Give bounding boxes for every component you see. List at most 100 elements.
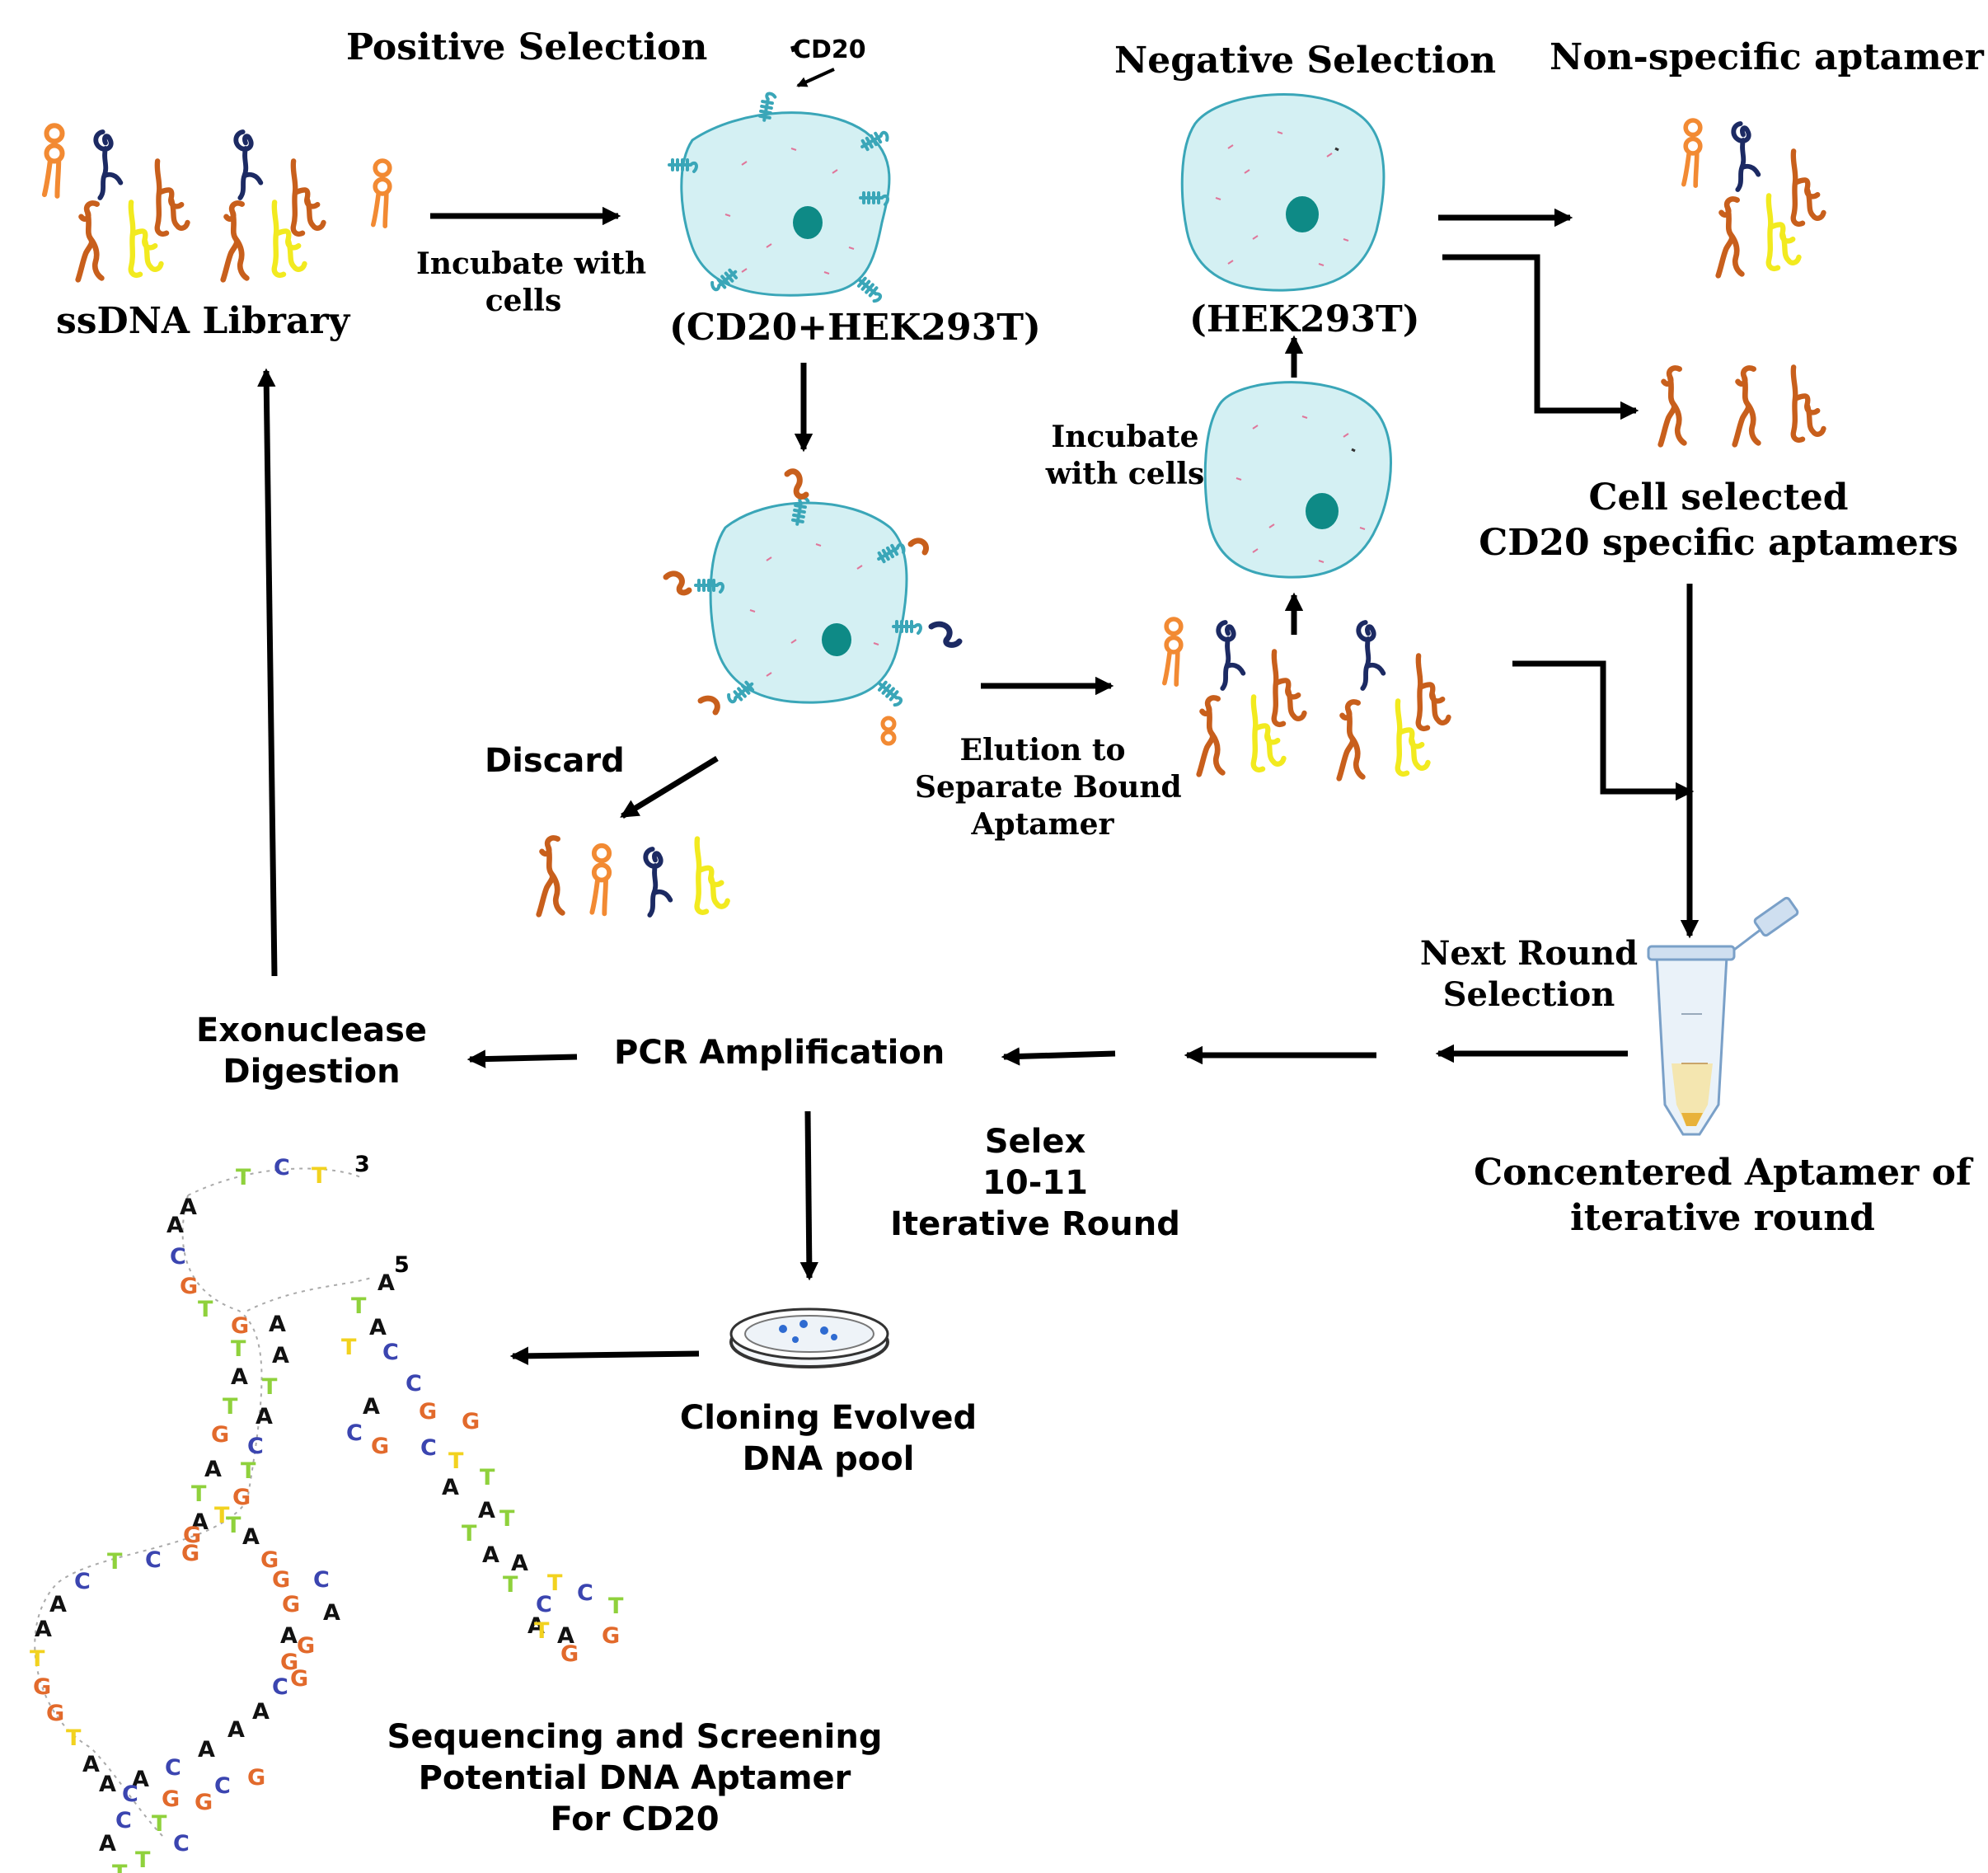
loop-nucleotide: T [214, 1503, 230, 1528]
loop-nucleotide: A [252, 1699, 270, 1725]
arm-nucleotide: C [382, 1340, 399, 1365]
loop-nucleotide: T [66, 1725, 82, 1751]
loop-nucleotide: A [323, 1600, 340, 1626]
hek293t-cell-negative-bottom [1203, 381, 1392, 579]
loop-nucleotide: T [152, 1811, 167, 1837]
ssdna-library-aptamers [45, 125, 390, 279]
arm-nucleotide: T [448, 1448, 464, 1474]
loop-nucleotide: C [145, 1547, 162, 1573]
discard-label: Discard [485, 742, 625, 780]
pcr-amplification-label: PCR Amplification [614, 1034, 945, 1072]
arm-nucleotide: A [363, 1394, 380, 1420]
sequencing-screening-label: Sequencing and Screening Potential DNA A… [387, 1718, 883, 1838]
arm-nucleotide: T [503, 1572, 518, 1598]
loop-nucleotide: T [236, 1165, 251, 1190]
loop-nucleotide: A [49, 1592, 67, 1617]
loop-nucleotide: A [231, 1364, 248, 1390]
eluted-aptamers [1165, 619, 1449, 778]
arm-nucleotide: A [527, 1613, 545, 1639]
cloning-evolved-label: Cloning Evolved DNA pool [679, 1399, 978, 1478]
non-specific-aptamers [1684, 120, 1824, 275]
exonuclease-digestion-label: Exonuclease Digestion [195, 1012, 428, 1091]
loop-nucleotide: C [170, 1244, 186, 1270]
cd20-hek293t-cell [668, 91, 891, 305]
loop-nucleotide: G [280, 1650, 299, 1675]
cd20-specific-aptamers [1661, 367, 1824, 444]
loop-nucleotide: T [231, 1336, 246, 1362]
loop-nucleotide: A [132, 1767, 149, 1792]
arm-nucleotide: A [511, 1551, 528, 1576]
loop-nucleotide: A [227, 1717, 245, 1743]
arm-nucleotide: A [482, 1542, 499, 1568]
loop-nucleotide: G [183, 1523, 202, 1548]
loop-nucleotide: A [35, 1617, 52, 1642]
loop-nucleotide: A [180, 1195, 197, 1220]
selex-iterative-round-label: Selex 10-11 Iterative Round [890, 1123, 1180, 1243]
loop-nucleotide: C [274, 1155, 290, 1181]
loop-nucleotide: G [297, 1633, 316, 1659]
loop-nucleotide: A [269, 1312, 286, 1337]
loop-nucleotide: G [232, 1485, 251, 1510]
incubate-with-cells-label-1: Incubate with cells [416, 246, 647, 318]
loop-nucleotide: G [290, 1666, 309, 1692]
loop-nucleotide: C [247, 1434, 264, 1459]
microcentrifuge-tube [1647, 896, 1799, 1136]
loop-nucleotide: A [191, 1509, 209, 1535]
hek293t-label: (HEK293T) [1189, 298, 1420, 340]
discarded-aptamers [539, 838, 728, 915]
arm-nucleotide: A [369, 1315, 387, 1340]
arm-nucleotide: C [346, 1420, 363, 1446]
non-specific-aptamer-title: Non-specific aptamer [1550, 36, 1984, 78]
concentered-aptamer-label: Concentered Aptamer of iterative round [1474, 1152, 1972, 1239]
arm-nucleotide: G [462, 1409, 481, 1434]
loop-nucleotide: T [223, 1394, 238, 1420]
hek293t-cell-negative-top [1180, 93, 1386, 292]
loop-nucleotide: A [166, 1213, 184, 1238]
loop-nucleotide: G [282, 1592, 301, 1617]
arm-nucleotide: C [536, 1592, 552, 1617]
loop-nucleotide: A [242, 1524, 260, 1550]
cd20-label: CD20 [793, 35, 866, 64]
loop-nucleotide: A [99, 1831, 116, 1857]
loop-nucleotide: G [260, 1547, 279, 1573]
loop-nucleotide: C [165, 1755, 181, 1781]
loop-nucleotide: A [256, 1404, 273, 1429]
arm-nucleotide: A [478, 1498, 495, 1523]
arm-nucleotide: A [557, 1623, 574, 1649]
loop-nucleotide: C [313, 1567, 330, 1593]
loop-nucleotide: A [82, 1752, 100, 1777]
loop-nucleotide: C [272, 1674, 288, 1700]
flow-arrows [257, 45, 1700, 1365]
loop-nucleotide: G [211, 1422, 230, 1448]
loop-nucleotide: T [135, 1847, 151, 1873]
loop-nucleotide: T [107, 1549, 123, 1575]
loop-nucleotide: C [115, 1808, 132, 1833]
loop-nucleotide: C [74, 1569, 91, 1594]
three-prime-end-label: 3 [354, 1152, 370, 1177]
loop-nucleotide: G [195, 1790, 213, 1815]
loop-nucleotide: G [181, 1541, 200, 1566]
arm-nucleotide: T [351, 1293, 367, 1319]
arm-nucleotide: C [577, 1580, 593, 1606]
bound-aptamer-cell [663, 468, 963, 746]
loop-nucleotide: G [46, 1701, 65, 1726]
loop-nucleotide: T [262, 1374, 278, 1400]
arm-nucleotide: T [499, 1506, 515, 1532]
incubate-with-cells-label-2: Incubate with cells [1045, 420, 1205, 491]
arm-nucleotide: T [547, 1570, 563, 1596]
loop-nucleotide: T [191, 1481, 207, 1507]
arm-nucleotide: A [377, 1270, 395, 1296]
loop-nucleotide: T [241, 1458, 256, 1484]
arm-nucleotide: C [406, 1371, 422, 1397]
next-round-selection-label: Next Round Selection [1419, 934, 1639, 1014]
arm-nucleotide: T [534, 1618, 550, 1644]
loop-nucleotide: G [247, 1765, 266, 1791]
cell-selected-cd20-specific-label: Cell selected CD20 specific aptamers [1479, 476, 1958, 564]
loop-nucleotide: A [204, 1457, 222, 1482]
aptamer-secondary-structure [34, 1167, 372, 1839]
loop-nucleotide: T [312, 1163, 327, 1189]
loop-nucleotide: C [214, 1773, 231, 1799]
loop-nucleotide: A [99, 1772, 116, 1797]
loop-nucleotide: C [173, 1831, 190, 1857]
